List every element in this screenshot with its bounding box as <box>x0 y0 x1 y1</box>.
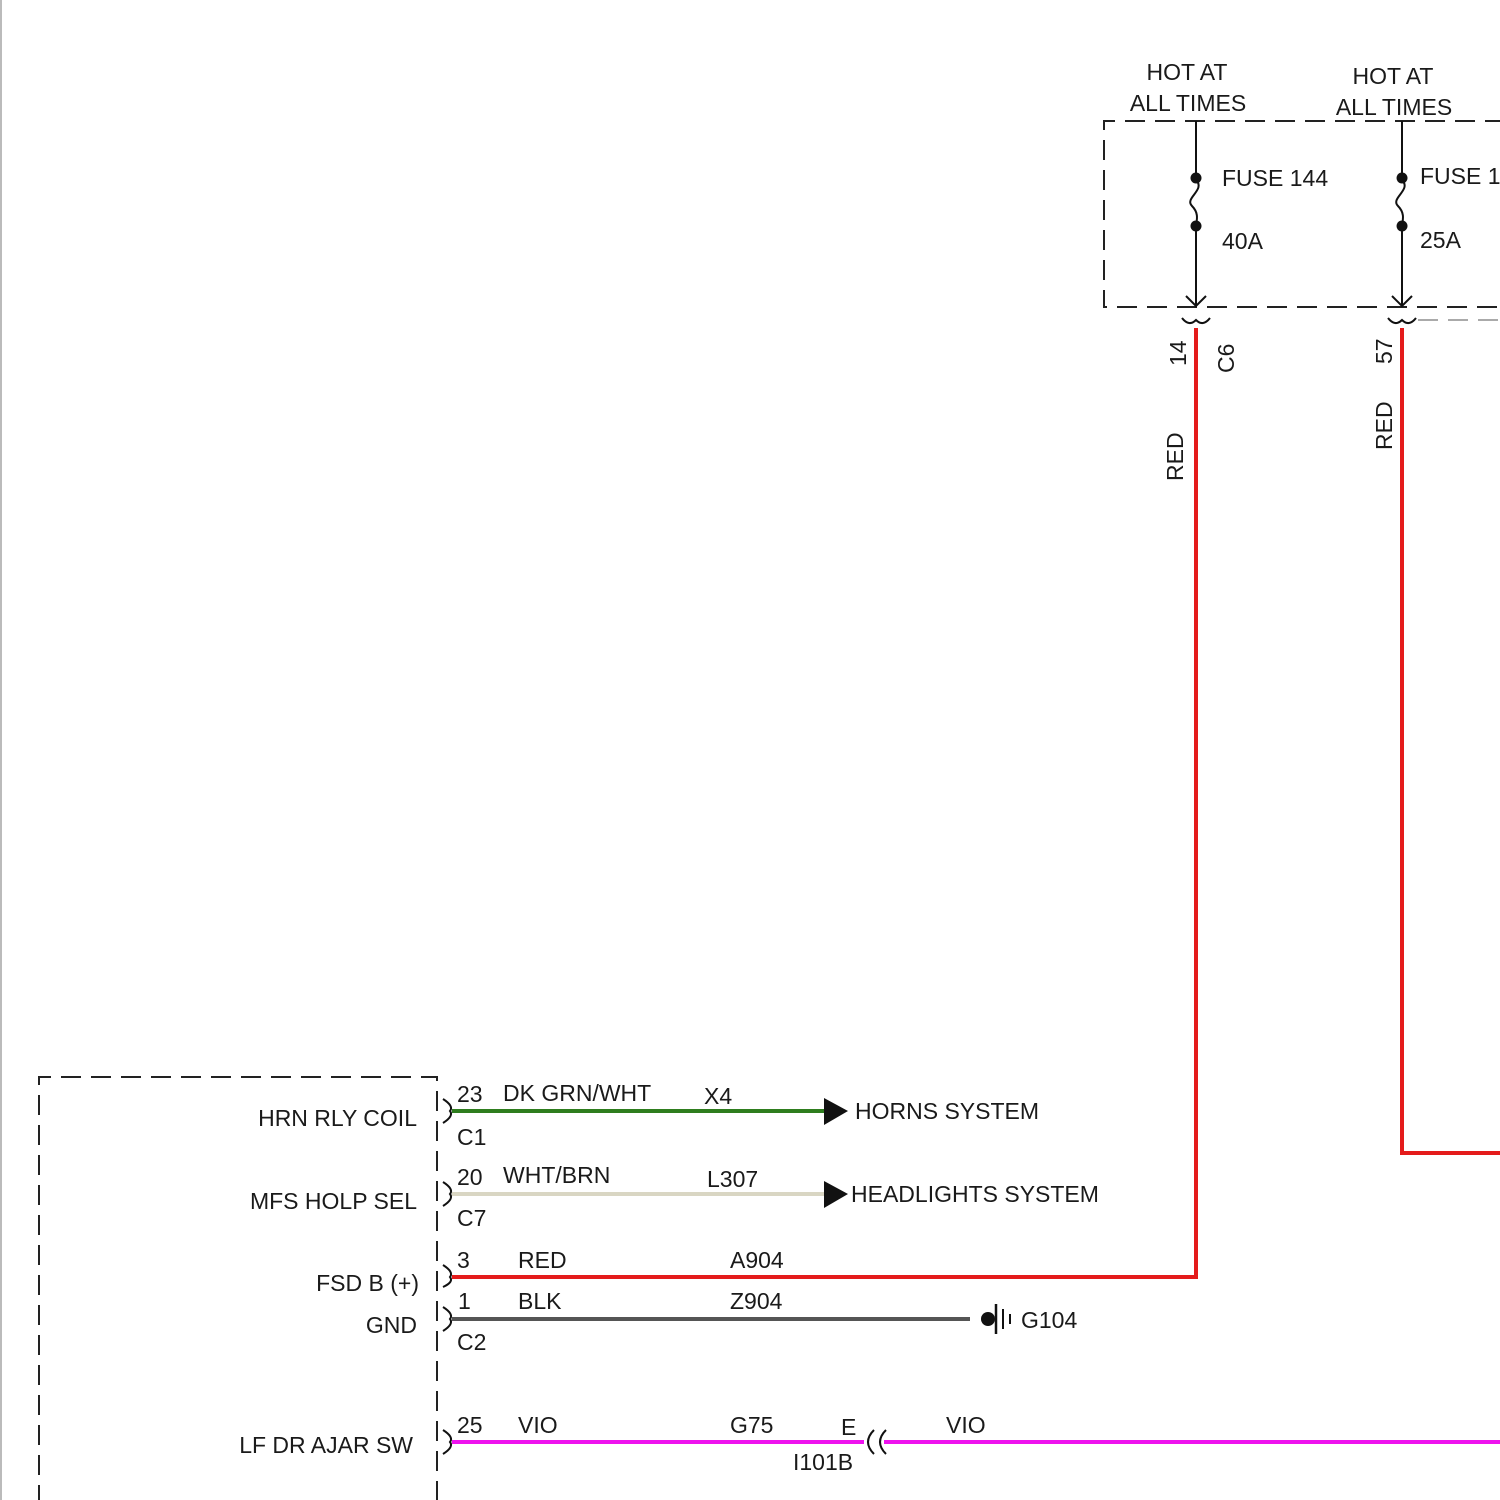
wire-red-a904 <box>452 328 1196 1277</box>
pin-number: 57 <box>1371 338 1397 364</box>
wire-red-fuse-2 <box>1402 328 1500 1153</box>
fuse-block: HOT AT ALL TIMES FUSE 144 40A 14 C6 RED … <box>1104 59 1500 481</box>
wire-color-label: WHT/BRN <box>503 1162 610 1188</box>
inline-connector-id: I101B <box>793 1449 853 1475</box>
connector-icon <box>443 1307 451 1331</box>
pin-number: 23 <box>457 1081 483 1107</box>
hot-at-label: HOT AT <box>1147 59 1228 85</box>
wire-color-label: RED <box>1371 401 1397 450</box>
circuit-name: LF DR AJAR SW <box>239 1432 413 1458</box>
ground-icon <box>981 1304 1010 1334</box>
connector-icon <box>1388 318 1416 323</box>
circuit-name: FSD B (+) <box>316 1270 419 1296</box>
fuse-label: FUSE 1 <box>1420 163 1500 189</box>
hot-at-label: HOT AT <box>1353 63 1434 89</box>
all-times-label: ALL TIMES <box>1336 94 1452 120</box>
circuit-id: G75 <box>730 1412 773 1438</box>
circuit-id: Z904 <box>730 1288 783 1314</box>
circuit-id: A904 <box>730 1247 784 1273</box>
circuit-id: L307 <box>707 1166 758 1192</box>
fuse-block-outline <box>1104 121 1500 307</box>
connector-icon <box>443 1182 451 1206</box>
pin-number: 3 <box>457 1247 470 1273</box>
pin-number: 20 <box>457 1164 483 1190</box>
fuse-rating: 40A <box>1222 228 1264 254</box>
pin-number: 25 <box>457 1412 483 1438</box>
circuit-id: X4 <box>704 1083 732 1109</box>
connector-id: C2 <box>457 1329 486 1355</box>
wire-color-label: BLK <box>518 1288 562 1314</box>
wire-color-label: DK GRN/WHT <box>503 1080 651 1106</box>
circuit-mfs-holp-sel: MFS HOLP SEL 20 C7 WHT/BRN L307 HEADLIGH… <box>250 1162 1099 1231</box>
inline-pin: E <box>841 1414 856 1440</box>
arrow-icon <box>824 1098 848 1125</box>
wire-color-label-after: VIO <box>946 1412 986 1438</box>
connector-id: C7 <box>457 1205 486 1231</box>
connector-icon <box>1182 318 1210 323</box>
arrow-icon <box>824 1181 848 1208</box>
all-times-label: ALL TIMES <box>1130 90 1246 116</box>
destination-label: HEADLIGHTS SYSTEM <box>851 1181 1099 1207</box>
fuse-icon <box>1190 173 1201 232</box>
wire-color-label: RED <box>518 1247 567 1273</box>
fuse-144-feed: HOT AT ALL TIMES FUSE 144 40A 14 C6 RED <box>1130 59 1328 481</box>
pin-number: 14 <box>1165 340 1191 366</box>
pin-number: 1 <box>458 1288 471 1314</box>
destination-label: HORNS SYSTEM <box>855 1098 1039 1124</box>
connector-icon <box>443 1265 451 1287</box>
inline-connector-icon <box>868 1430 886 1454</box>
fuse-2-feed: HOT AT ALL TIMES FUSE 1 25A 57 RED <box>1336 63 1500 450</box>
circuit-name: HRN RLY COIL <box>258 1105 417 1131</box>
connector-id: C1 <box>457 1124 486 1150</box>
circuit-name: GND <box>366 1312 417 1338</box>
fuse-rating: 25A <box>1420 227 1462 253</box>
circuit-name: MFS HOLP SEL <box>250 1188 417 1214</box>
wire-color-label: RED <box>1162 432 1188 481</box>
connector-id: C6 <box>1213 344 1239 373</box>
connector-icon <box>443 1430 451 1454</box>
fuse-icon <box>1396 173 1407 232</box>
circuit-hrn-rly-coil: HRN RLY COIL 23 C1 DK GRN/WHT X4 HORNS S… <box>258 1080 1039 1150</box>
circuit-gnd: GND 1 C2 BLK Z904 G104 <box>366 1288 1078 1355</box>
wire-color-label: VIO <box>518 1412 558 1438</box>
ground-id: G104 <box>1021 1307 1077 1333</box>
connector-icon <box>443 1099 451 1123</box>
module: HRN RLY COIL 23 C1 DK GRN/WHT X4 HORNS S… <box>39 1077 1099 1500</box>
fuse-label: FUSE 144 <box>1222 165 1328 191</box>
